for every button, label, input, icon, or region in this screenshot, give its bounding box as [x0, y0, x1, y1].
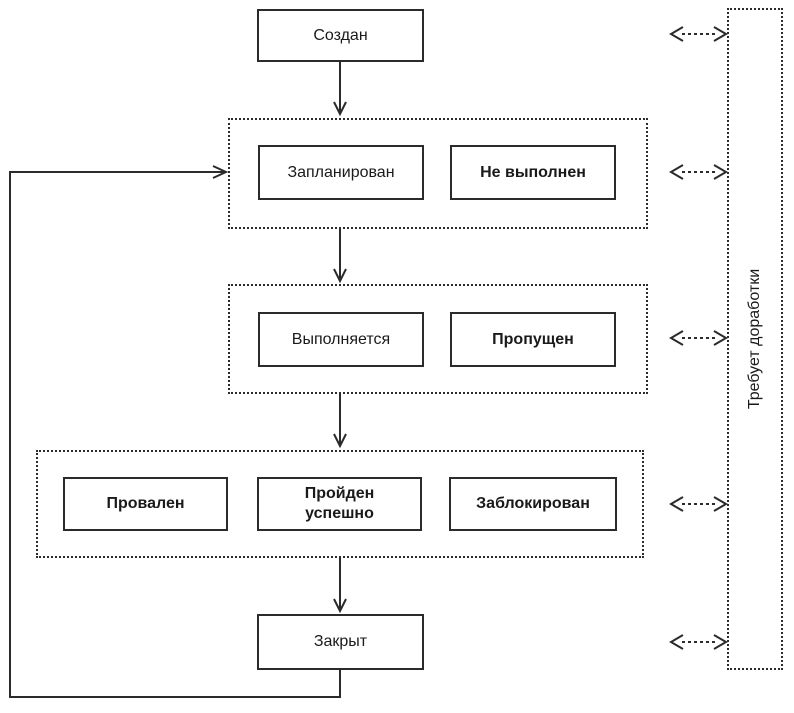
- state-planned-label: Запланирован: [287, 163, 395, 181]
- state-skipped: Пропущен: [450, 312, 616, 367]
- rework-link-arrows: [669, 26, 728, 650]
- state-closed-label: Закрыт: [313, 633, 368, 650]
- state-created: Создан: [257, 9, 424, 62]
- arrow-created-to-planned: [333, 62, 347, 117]
- state-created-label: Создан: [313, 26, 368, 44]
- group-planned: Запланирован Не выполнен: [228, 118, 648, 229]
- state-not-executed-label: Не выполнен: [480, 163, 586, 181]
- state-closed: Закрыт: [257, 614, 424, 670]
- state-in-progress: Выполняется: [258, 312, 424, 367]
- state-failed-label: Провален: [106, 495, 185, 512]
- group-executing: Выполняется Пропущен: [228, 284, 648, 394]
- state-blocked-label: Заблокирован: [476, 495, 590, 512]
- state-not-executed: Не выполнен: [450, 145, 616, 200]
- arrow-result-to-closed: [333, 558, 347, 614]
- arrow-closed-loop-to-planned: [9, 165, 341, 698]
- state-blocked: Заблокирован: [449, 477, 617, 531]
- arrow-planned-to-executing: [333, 229, 347, 284]
- state-planned: Запланирован: [258, 145, 424, 200]
- state-skipped-label: Пропущен: [492, 330, 574, 348]
- state-passed: Пройден успешно: [257, 477, 422, 531]
- state-failed: Провален: [63, 477, 228, 531]
- state-in-progress-label: Выполняется: [291, 330, 391, 348]
- group-needs-rework: Требует доработки: [727, 8, 783, 670]
- state-passed-label: Пройден успешно: [304, 485, 375, 522]
- arrow-executing-to-result: [333, 394, 347, 449]
- group-result: Провален Пройден успешно Заблокирован: [36, 450, 644, 558]
- state-needs-rework-label: Требует доработки: [746, 268, 763, 410]
